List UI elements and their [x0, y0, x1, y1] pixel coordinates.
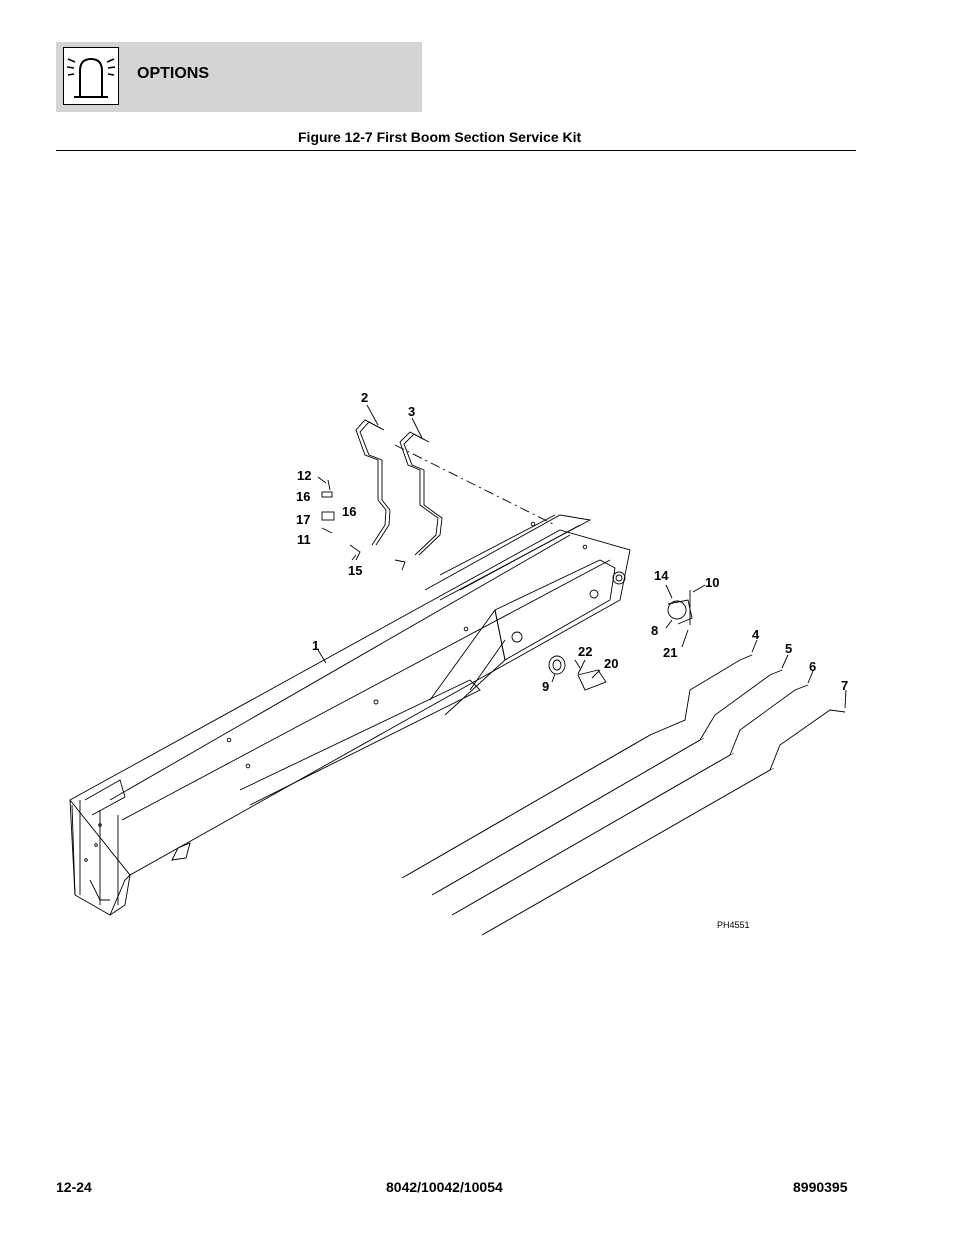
callout-16b: 16	[342, 504, 356, 519]
title-rule	[56, 150, 856, 151]
callout-8: 8	[651, 623, 658, 638]
tube-6	[451, 684, 809, 916]
page-number: 12-24	[56, 1179, 92, 1195]
callout-11: 11	[297, 532, 311, 547]
callout-4: 4	[752, 627, 760, 642]
model-numbers: 8042/10042/10054	[386, 1179, 503, 1195]
callout-16a: 16	[296, 489, 310, 504]
tube-4	[401, 654, 753, 879]
figure-title: Figure 12-7 First Boom Section Service K…	[298, 129, 582, 145]
boom-section	[69, 529, 631, 876]
callout-9: 9	[542, 679, 549, 694]
tube-5	[431, 669, 783, 896]
pin-20	[577, 669, 607, 691]
document-number: 8990395	[793, 1179, 848, 1195]
callout-12: 12	[297, 468, 311, 483]
tube-3	[399, 431, 439, 556]
callout-14: 14	[654, 568, 669, 583]
callout-22: 22	[578, 644, 592, 659]
callout-6: 6	[809, 659, 816, 674]
callout-21: 21	[663, 645, 677, 660]
beacon-light-icon	[63, 47, 119, 105]
tube-7	[481, 709, 846, 936]
callout-1: 1	[312, 638, 319, 653]
callout-17: 17	[296, 512, 310, 527]
callout-20: 20	[604, 656, 618, 671]
callout-7: 7	[841, 678, 848, 693]
pin-8	[667, 600, 687, 620]
callout-15: 15	[348, 563, 362, 578]
callout-5: 5	[785, 641, 792, 656]
callout-3: 3	[408, 404, 415, 419]
tube-2	[355, 419, 387, 546]
callout-2: 2	[361, 390, 368, 405]
callout-10: 10	[705, 575, 719, 590]
bushing-9	[548, 655, 566, 675]
photo-id: PH4551	[717, 920, 750, 930]
section-title: OPTIONS	[137, 65, 210, 82]
